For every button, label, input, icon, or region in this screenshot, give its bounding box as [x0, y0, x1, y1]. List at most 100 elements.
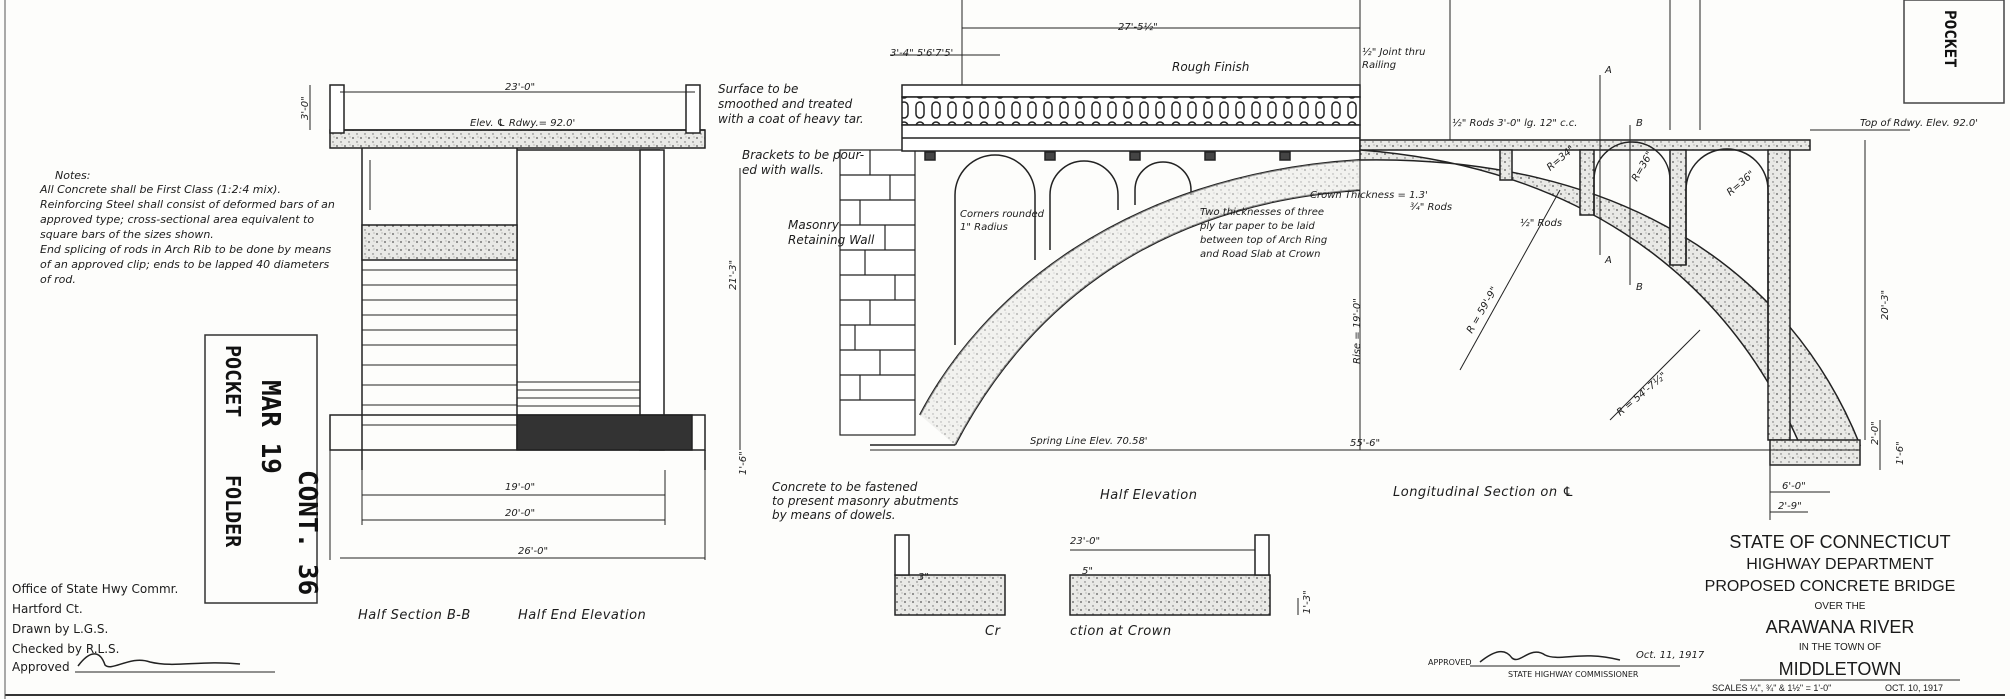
dim-20-3: 20'-3"	[1880, 289, 1891, 320]
elev-roadway: Elev. ℄ Rdwy.= 92.0'	[470, 118, 576, 129]
dim-27: 27'-5½"	[1118, 22, 1158, 33]
dim-footing: 1'-6"	[738, 451, 749, 475]
stamp-contract: CONT. 36	[292, 470, 322, 596]
section-b-top: B	[1636, 118, 1643, 129]
crown-dim-left: 3"	[918, 572, 929, 583]
dim-height: 21'-3"	[728, 259, 739, 290]
dim-2-9: 2'-9"	[1778, 501, 1802, 512]
dowel-note-line-3: by means of dowels.	[772, 508, 896, 522]
drawn-by: Drawn by L.G.S.	[12, 622, 109, 636]
dim-foot-1: 2'-0"	[1870, 421, 1881, 445]
rods-34-label: ¾" Rods	[1410, 202, 1453, 213]
longitudinal-section-drawing	[1359, 0, 1910, 520]
title-date: OCT. 10, 1917	[1885, 683, 1944, 693]
crown-dim-depth: 1'-3"	[1302, 590, 1313, 614]
surface-note-line-1: Surface to be	[718, 82, 799, 96]
note-concrete: All Concrete shall be First Class (1:2:4…	[40, 183, 281, 196]
dim-rail: 3'-0"	[300, 96, 311, 120]
approver-signature	[77, 653, 241, 668]
surface-note-line-3: with a coat of heavy tar.	[718, 112, 864, 126]
section-a-bottom: A	[1605, 255, 1612, 266]
joint-note-line-2: Railing	[1362, 60, 1397, 71]
tar-note-line-2: ply tar paper to be laid	[1200, 221, 1315, 232]
top-roadway-label: Top of Rdwy. Elev. 92.0'	[1860, 118, 1979, 129]
corners-label-line-2: 1" Radius	[960, 222, 1008, 233]
stamp-date: MAR 19	[255, 380, 285, 474]
tar-paper-note: Two thicknesses of three ply tar paper to…	[1200, 206, 1327, 262]
stamp-pocket: POCKET	[221, 345, 245, 418]
title-project: PROPOSED CONCRETE BRIDGE	[1704, 578, 1956, 595]
section-a-top: A	[1605, 65, 1612, 76]
crown-thickness-label: Crown Thickness = 1.3'	[1310, 190, 1428, 201]
caption-half-section: Half Section B-B	[358, 608, 471, 623]
caption-half-elevation: Half Elevation	[1100, 488, 1198, 503]
tar-note-line-1: Two thicknesses of three	[1200, 207, 1325, 218]
joint-note-line-1: ½" Joint thru	[1362, 47, 1426, 58]
dim-foot-2: 1'-6"	[1895, 441, 1906, 465]
title-in-town: IN THE TOWN OF	[1798, 642, 1882, 653]
dim-26: 26'-0"	[518, 546, 549, 557]
surface-note-line-2: smoothed and treated	[718, 97, 853, 111]
tar-note-line-4: and Road Slab at Crown	[1200, 249, 1321, 260]
rods-12-label: ½" Rods	[1520, 218, 1563, 229]
notes-heading: Notes:	[55, 169, 91, 182]
dim-width-23: 23'-0"	[505, 82, 536, 93]
masonry-label-line-2: Retaining Wall	[788, 233, 875, 247]
title-state: STATE OF CONNECTICUT	[1729, 532, 1951, 552]
brackets-note: Brackets to be pour-ed with walls.	[742, 148, 864, 178]
spring-line-label: Spring Line Elev. 70.58'	[1030, 436, 1148, 447]
rods-label: ½" Rods 3'-0" lg. 12" c.c.	[1452, 118, 1578, 129]
corner-stamp-box	[1903, 0, 2005, 104]
checked-by: Checked by R.L.S.	[12, 642, 120, 656]
stamp-folder: FOLDER	[221, 475, 245, 548]
dowel-note-line-2: to present masonry abutments	[772, 494, 959, 508]
docket-stamp-box	[204, 334, 318, 604]
dim-6-0: 6'-0"	[1782, 481, 1806, 492]
brackets-note-line-2: ed with walls.	[742, 163, 824, 177]
section-b-bottom: B	[1636, 282, 1643, 293]
notes-text: All Concrete shall be First Class (1:2:4…	[40, 182, 340, 287]
title-town: MIDDLETOWN	[1778, 659, 1902, 679]
caption-longitudinal: Longitudinal Section on ℄	[1393, 485, 1575, 500]
crown-dim-right: 5"	[1082, 566, 1093, 577]
tar-note-line-3: between top of Arch Ring	[1200, 235, 1328, 246]
approval-date: Oct. 11, 1917	[1636, 650, 1705, 661]
caption-half-end-elevation: Half End Elevation	[518, 608, 647, 623]
title-department: HIGHWAY DEPARTMENT	[1746, 556, 1934, 573]
caption-crown-right: ction at Crown	[1070, 624, 1172, 639]
dim-20: 20'-0"	[505, 508, 536, 519]
corners-label-line-1: Corners rounded	[960, 209, 1044, 220]
dim-small-set: 3'-4" 5'6'7'5'	[890, 48, 954, 59]
caption-crown-left: Cr	[985, 624, 1001, 639]
dim-55: 55'-6"	[1350, 438, 1381, 449]
corners-label: Corners rounded 1" Radius	[960, 208, 1044, 234]
approved-label: APPROVED	[1428, 658, 1472, 667]
dim-19: 19'-0"	[505, 482, 536, 493]
rise-label: Rise = 19'-0"	[1352, 298, 1363, 364]
masonry-label-line-1: Masonry	[788, 218, 839, 232]
note-splicing: End splicing of rods in Arch Rib to be d…	[40, 243, 332, 286]
approved-by: Approved	[12, 660, 70, 674]
commissioner-signature	[1479, 650, 1621, 663]
title-river: ARAWANA RIVER	[1765, 617, 1915, 637]
title-over-the: OVER THE	[1814, 601, 1866, 612]
city-label: Hartford Ct.	[12, 602, 83, 616]
half-elevation-drawing	[839, 0, 1361, 451]
rough-finish-label: Rough Finish	[1172, 60, 1250, 74]
title-scales: SCALES ¼", ¾" & 1½" = 1'-0"	[1712, 683, 1832, 693]
crown-section-drawing	[894, 534, 1299, 616]
brackets-note-line-1: Brackets to be pour-	[742, 148, 865, 162]
end-elevation-drawing	[309, 84, 741, 560]
dowel-note-line-1: Concrete to be fastened	[772, 480, 918, 494]
crown-dim-top: 23'-0"	[1070, 536, 1101, 547]
office-label: Office of State Hwy Commr.	[12, 582, 179, 596]
commissioner-label: STATE HIGHWAY COMMISSIONER	[1508, 670, 1639, 679]
corner-stamp-pocket: POCKET	[1941, 10, 1960, 68]
note-reinforcing: Reinforcing Steel shall consist of defor…	[40, 198, 335, 241]
